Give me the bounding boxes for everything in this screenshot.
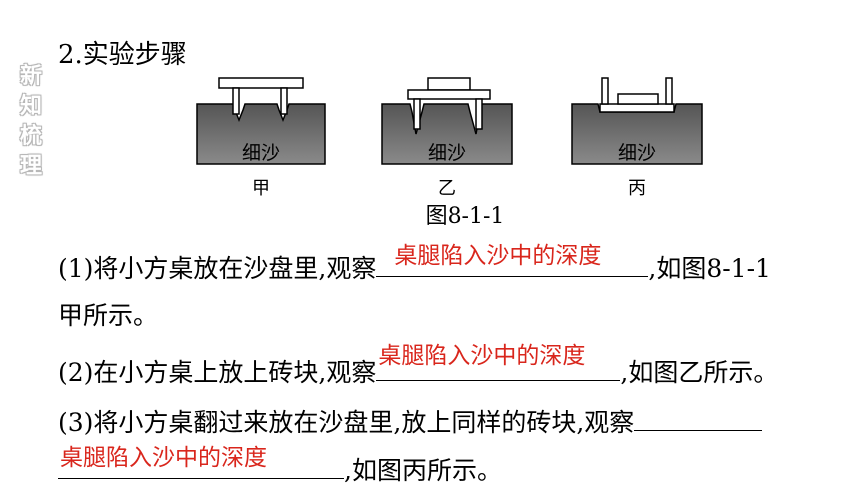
step-3-blank-b[interactable]: 桌腿陷入沙中的深度 [58, 445, 344, 479]
step-3-after: ,如图丙所示。 [344, 456, 502, 485]
step-3-blank-a[interactable] [634, 400, 763, 431]
step-1-after: ,如图8-1-1 [648, 254, 771, 283]
figure-jia: 细沙 甲 [195, 76, 345, 206]
figure-yi: 细沙 乙 [380, 76, 530, 206]
sand-label: 细沙 [241, 142, 280, 164]
figure-label: 丙 [628, 178, 646, 199]
section-heading: 2.实验步骤 [58, 40, 187, 70]
step-2-after: ,如图乙所示。 [620, 358, 779, 387]
figure-label: 甲 [252, 178, 270, 199]
step-1-blank[interactable]: 桌腿陷入沙中的深度 [376, 243, 649, 277]
step-2-answer: 桌腿陷入沙中的深度 [378, 343, 586, 369]
sand-label: 细沙 [617, 142, 656, 164]
side-char: 梳 [19, 124, 42, 149]
step-2-text: (2)在小方桌上放上砖块,观察 [58, 358, 377, 387]
step-3-line: (3)将小方桌翻过来放在沙盘里,放上同样的砖块,观察 [58, 400, 763, 439]
step-1-answer: 桌腿陷入沙中的深度 [394, 243, 602, 269]
step-3-text: (3)将小方桌翻过来放在沙盘里,放上同样的砖块,观察 [58, 408, 635, 437]
step-3-answer: 桌腿陷入沙中的深度 [60, 445, 267, 471]
figure-label: 乙 [438, 178, 456, 199]
figure-bing: 细沙 丙 [570, 76, 720, 206]
side-char: 理 [19, 154, 42, 179]
step-3-cont: 桌腿陷入沙中的深度 ,如图丙所示。 [58, 445, 502, 487]
side-char: 知 [19, 94, 42, 119]
step-1-cont: 甲所示。 [58, 301, 159, 330]
sandbox-diagram-bing [571, 77, 703, 165]
step-1-text: (1)将小方桌放在沙盘里,观察 [58, 254, 377, 283]
sandbox-diagram-yi [381, 77, 513, 165]
side-char: 新 [19, 64, 42, 89]
sandbox-diagram-jia [196, 77, 326, 165]
sand-label: 细沙 [427, 142, 466, 164]
figure-caption: 图8-1-1 [425, 204, 505, 229]
section-side-label: 新 知 梳 理 [16, 62, 46, 182]
step-2-line: (2)在小方桌上放上砖块,观察桌腿陷入沙中的深度 ,如图乙所示。 [58, 343, 779, 389]
step-2-blank[interactable]: 桌腿陷入沙中的深度 [376, 343, 621, 381]
step-1-line: (1)将小方桌放在沙盘里,观察桌腿陷入沙中的深度 ,如图8-1-1 [58, 243, 771, 285]
